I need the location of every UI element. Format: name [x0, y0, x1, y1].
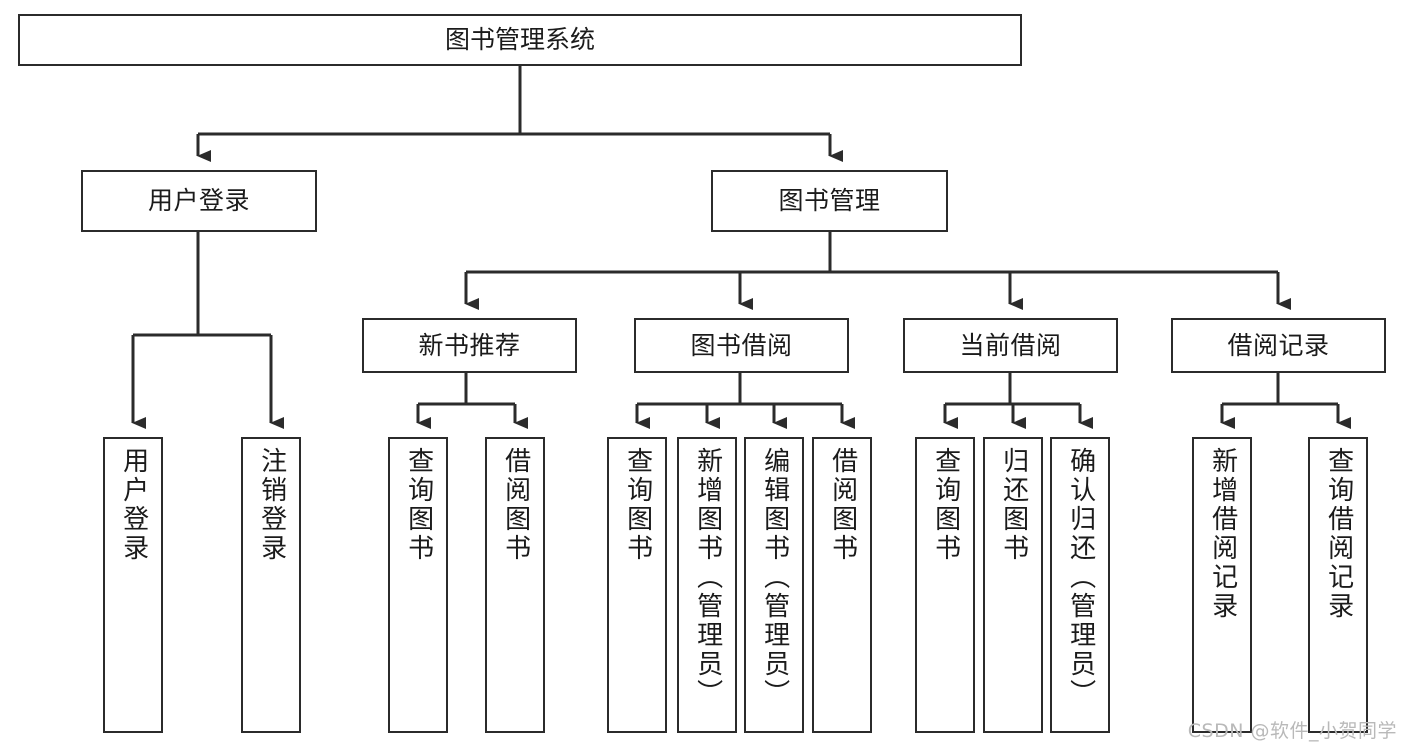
node-label: 查询借阅记录 [1323, 447, 1354, 621]
leaf-query-book-recommend[interactable]: 查询图书 [388, 437, 448, 733]
node-label: 用户登录 [118, 447, 149, 563]
node-label: 图书借阅 [690, 330, 793, 360]
leaf-query-book-borrow[interactable]: 查询图书 [607, 437, 667, 733]
node-label: 借阅图书 [500, 447, 531, 563]
node-label: 用户登录 [147, 186, 250, 215]
leaf-edit-book-admin[interactable]: 编辑图书（管理员） [744, 437, 804, 733]
edges-new-book-to-leaves [416, 373, 528, 429]
node-label: 新增图书（管理员） [692, 447, 723, 708]
node-label: 新增借阅记录 [1207, 447, 1238, 621]
node-book-management[interactable]: 图书管理 [711, 170, 948, 232]
node-label: 编辑图书（管理员） [759, 447, 790, 708]
node-label: 借阅图书 [827, 447, 858, 563]
node-user-login[interactable]: 用户登录 [81, 170, 317, 232]
leaf-borrow-book-recommend[interactable]: 借阅图书 [485, 437, 545, 733]
leaf-return-book[interactable]: 归还图书 [983, 437, 1043, 733]
node-label: 图书管理系统 [444, 25, 595, 54]
edges-user-login-to-leaves [131, 232, 284, 429]
node-label: 注销登录 [256, 447, 287, 563]
node-root-library-system[interactable]: 图书管理系统 [18, 14, 1022, 66]
edges-book-mgmt-to-level3 [464, 232, 1291, 310]
edges-current-to-leaves [943, 373, 1093, 429]
node-label: 新书推荐 [418, 330, 521, 360]
node-label: 确认归还（管理员） [1065, 447, 1096, 708]
node-label: 查询图书 [622, 447, 653, 563]
leaf-add-book-admin[interactable]: 新增图书（管理员） [677, 437, 737, 733]
edges-records-to-leaves [1220, 373, 1351, 429]
edges-borrow-to-leaves [635, 373, 855, 429]
node-label: 归还图书 [998, 447, 1029, 563]
node-new-book-recommend[interactable]: 新书推荐 [362, 318, 577, 373]
node-borrow-records[interactable]: 借阅记录 [1171, 318, 1386, 373]
leaf-query-borrow-record[interactable]: 查询借阅记录 [1308, 437, 1368, 733]
node-label: 图书管理 [778, 186, 881, 215]
edges-root-to-level2 [196, 66, 843, 162]
node-current-borrow[interactable]: 当前借阅 [903, 318, 1118, 373]
leaf-add-borrow-record[interactable]: 新增借阅记录 [1192, 437, 1252, 733]
leaf-logout[interactable]: 注销登录 [241, 437, 301, 733]
leaf-borrow-book[interactable]: 借阅图书 [812, 437, 872, 733]
leaf-confirm-return-admin[interactable]: 确认归还（管理员） [1050, 437, 1110, 733]
node-book-borrow[interactable]: 图书借阅 [634, 318, 849, 373]
node-label: 当前借阅 [959, 330, 1062, 360]
leaf-query-book-current[interactable]: 查询图书 [915, 437, 975, 733]
node-label: 借阅记录 [1227, 330, 1330, 360]
leaf-user-login[interactable]: 用户登录 [103, 437, 163, 733]
node-label: 查询图书 [930, 447, 961, 563]
node-label: 查询图书 [403, 447, 434, 563]
